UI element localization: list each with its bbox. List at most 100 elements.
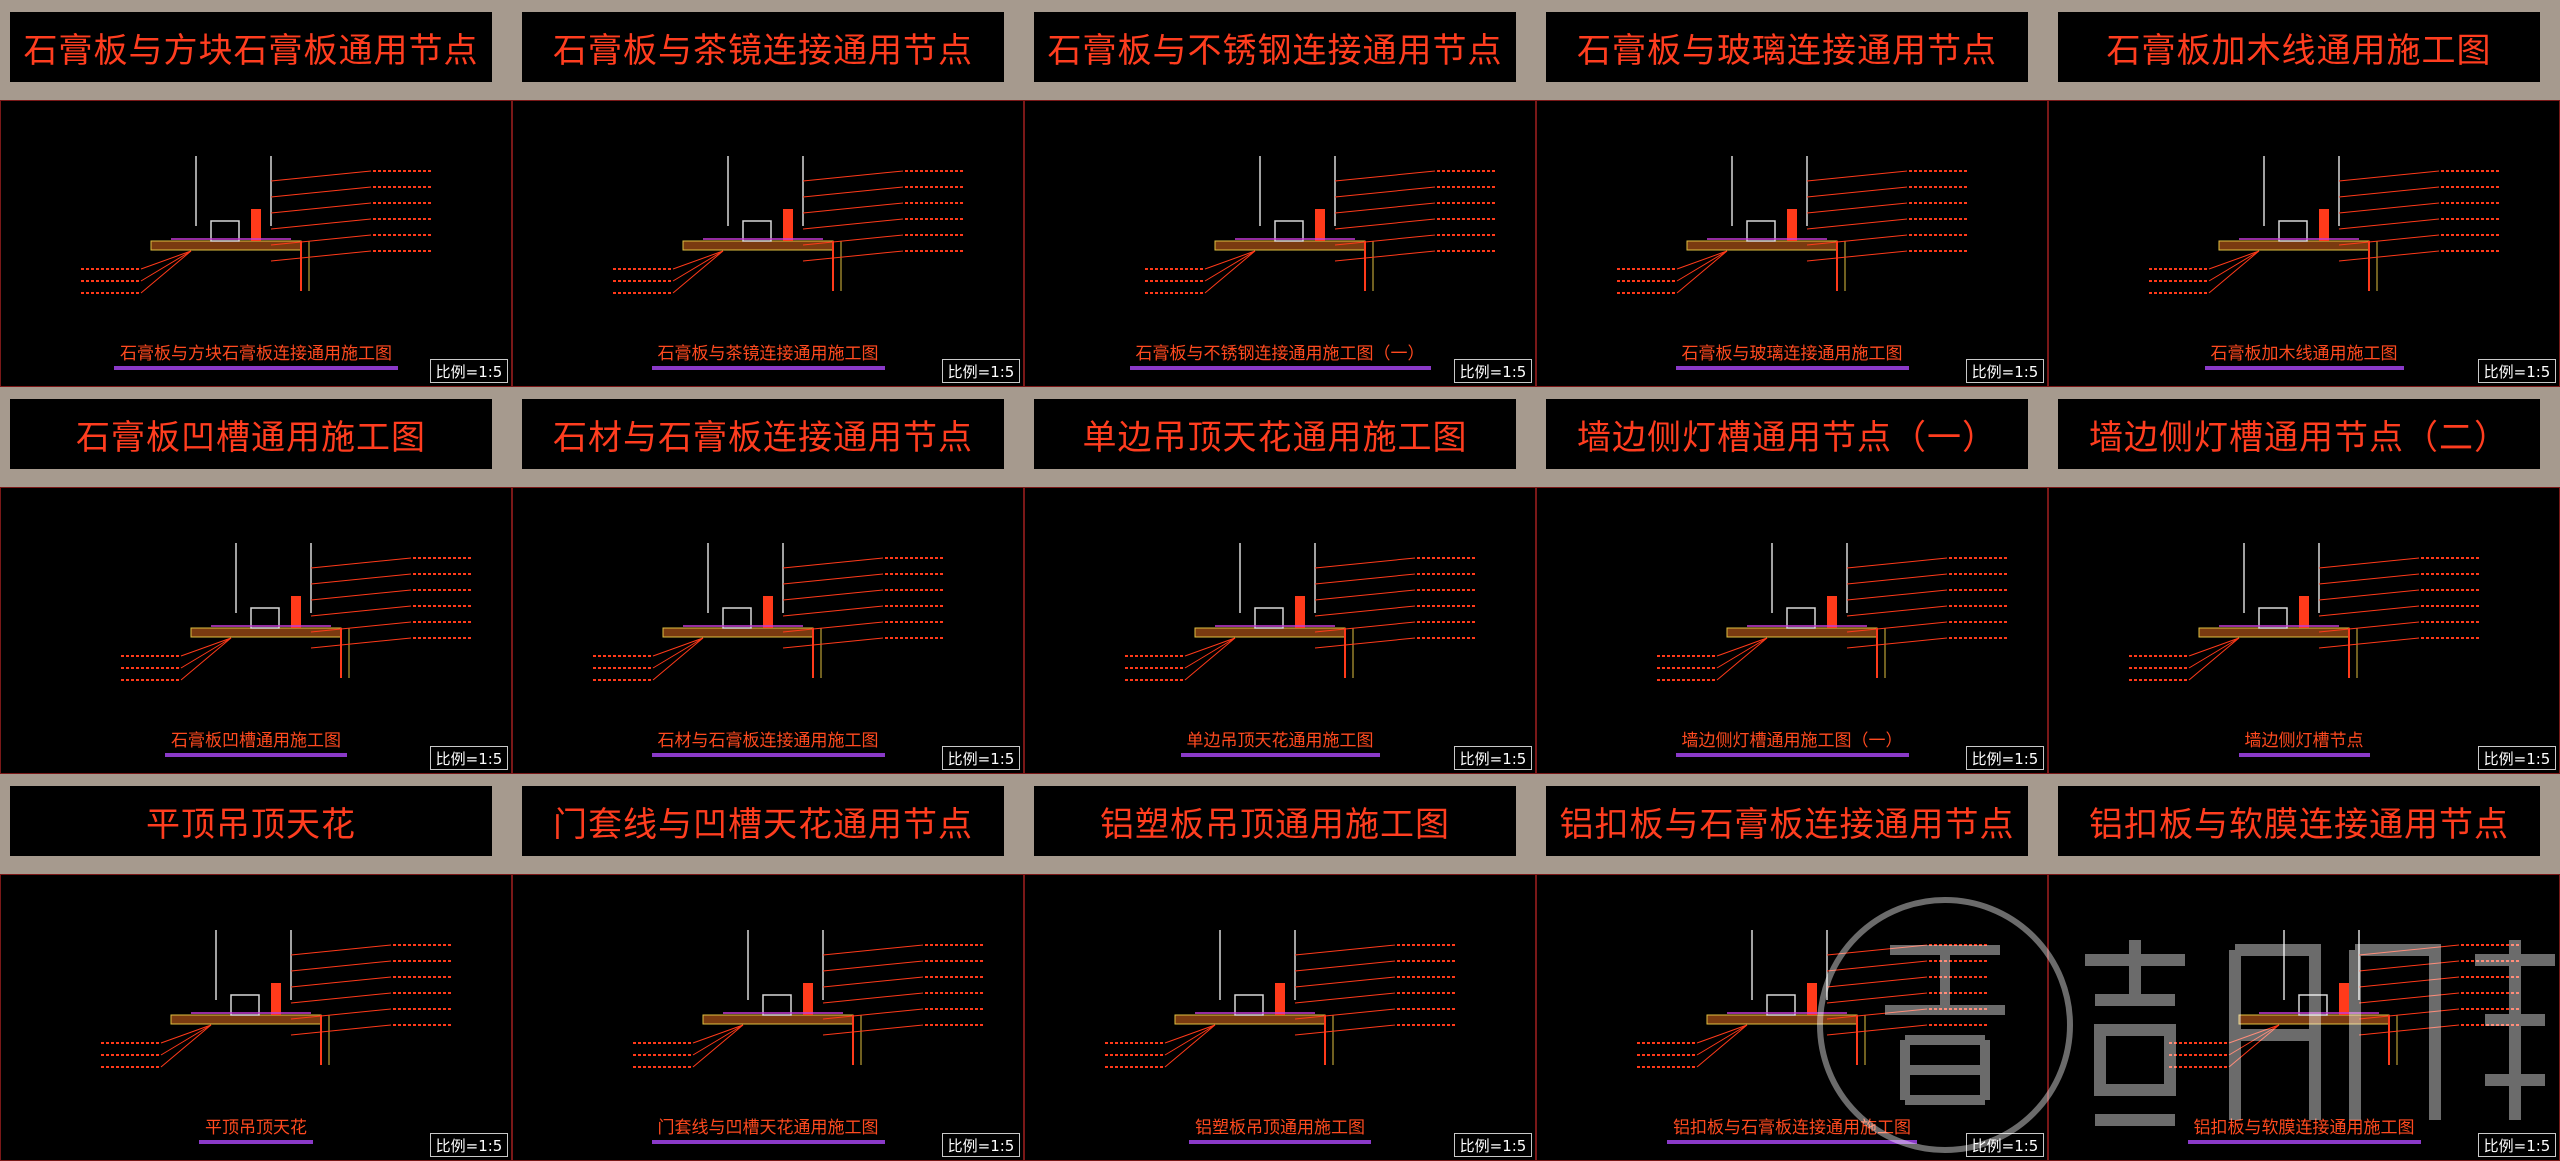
panel-title: 石膏板加木线通用施工图: [2106, 30, 2492, 71]
drawing-panel: 铝塑板吊顶通用施工图 铝塑板吊顶通用施工图 比例=1:5: [1024, 774, 1536, 1161]
panel-title: 石膏板与茶镜连接通用节点: [553, 30, 973, 71]
drawing-panel: 门套线与凹槽天花通用节点 门套线与凹槽天花通用施工图 比例=1:5: [512, 774, 1024, 1161]
panel-title-bar: 铝扣板与石膏板连接通用节点: [1546, 786, 2028, 856]
drawing-frame: 石材与石膏板连接通用施工图 比例=1:5: [512, 487, 1024, 774]
drawing-caption: 石膏板与不锈钢连接通用施工图（一）: [1025, 339, 1535, 370]
section-drawing: [1617, 156, 1967, 294]
scale-label: 比例=1:5: [1966, 1133, 2044, 1157]
drawing-frame: 石膏板与不锈钢连接通用施工图（一） 比例=1:5: [1024, 100, 1536, 387]
drawing-frame: 平顶吊顶天花 比例=1:5: [0, 874, 512, 1161]
panel-title-bar: 石材与石膏板连接通用节点: [522, 399, 1004, 469]
drawing-panel: 平顶吊顶天花 平顶吊顶天花 比例=1:5: [0, 774, 512, 1161]
drawing-caption: 铝扣板与石膏板连接通用施工图: [1537, 1113, 2047, 1144]
scale-label: 比例=1:5: [942, 359, 1020, 383]
drawing-panel: 石膏板与茶镜连接通用节点 石膏板与茶镜连接通用施工图 比例=1:5: [512, 0, 1024, 387]
panel-title-bar: 石膏板加木线通用施工图: [2058, 12, 2540, 82]
section-drawing: [1657, 543, 2007, 681]
drawing-caption: 石膏板与方块石膏板连接通用施工图: [1, 339, 511, 370]
panel-title: 铝塑板吊顶通用施工图: [1100, 804, 1450, 845]
drawing-frame: 石膏板与方块石膏板连接通用施工图 比例=1:5: [0, 100, 512, 387]
panel-title: 铝扣板与石膏板连接通用节点: [1559, 804, 2015, 845]
panel-title-bar: 墙边侧灯槽通用节点（一）: [1546, 399, 2028, 469]
drawing-caption: 单边吊顶天花通用施工图: [1025, 726, 1535, 757]
section-drawing: [1105, 930, 1455, 1068]
drawing-caption: 石膏板与茶镜连接通用施工图: [513, 339, 1023, 370]
scale-label: 比例=1:5: [942, 1133, 1020, 1157]
panel-title: 墙边侧灯槽通用节点（二）: [2089, 417, 2509, 458]
section-drawing: [2169, 930, 2519, 1068]
scale-label: 比例=1:5: [430, 746, 508, 770]
section-drawing: [1637, 930, 1987, 1068]
scale-label: 比例=1:5: [1966, 359, 2044, 383]
panel-title-bar: 单边吊顶天花通用施工图: [1034, 399, 1516, 469]
drawing-caption: 铝扣板与软膜连接通用施工图: [2049, 1113, 2559, 1144]
drawing-frame: 石膏板与玻璃连接通用施工图 比例=1:5: [1536, 100, 2048, 387]
panel-title-bar: 铝扣板与软膜连接通用节点: [2058, 786, 2540, 856]
panel-title: 平顶吊顶天花: [146, 804, 356, 845]
panel-title-bar: 铝塑板吊顶通用施工图: [1034, 786, 1516, 856]
drawing-frame: 单边吊顶天花通用施工图 比例=1:5: [1024, 487, 1536, 774]
drawing-panel: 石膏板与玻璃连接通用节点 石膏板与玻璃连接通用施工图 比例=1:5: [1536, 0, 2048, 387]
section-drawing: [101, 930, 451, 1068]
drawing-frame: 石膏板凹槽通用施工图 比例=1:5: [0, 487, 512, 774]
panel-title-bar: 石膏板与玻璃连接通用节点: [1546, 12, 2028, 82]
drawing-frame: 墙边侧灯槽节点 比例=1:5: [2048, 487, 2560, 774]
scale-label: 比例=1:5: [430, 359, 508, 383]
panel-title: 单边吊顶天花通用施工图: [1082, 417, 1468, 458]
section-drawing: [613, 156, 963, 294]
panel-title-bar: 石膏板与不锈钢连接通用节点: [1034, 12, 1516, 82]
section-drawing: [593, 543, 943, 681]
drawing-panel: 石膏板凹槽通用施工图 石膏板凹槽通用施工图 比例=1:5: [0, 387, 512, 774]
panel-title-bar: 墙边侧灯槽通用节点（二）: [2058, 399, 2540, 469]
drawing-caption: 墙边侧灯槽通用施工图（一）: [1537, 726, 2047, 757]
panel-title: 石材与石膏板连接通用节点: [553, 417, 973, 458]
drawing-caption: 石材与石膏板连接通用施工图: [513, 726, 1023, 757]
scale-label: 比例=1:5: [430, 1133, 508, 1157]
drawing-caption: 石膏板与玻璃连接通用施工图: [1537, 339, 2047, 370]
panel-title-bar: 平顶吊顶天花: [10, 786, 492, 856]
section-drawing: [2129, 543, 2479, 681]
scale-label: 比例=1:5: [2478, 746, 2556, 770]
section-drawing: [633, 930, 983, 1068]
panel-title: 石膏板与方块石膏板通用节点: [23, 30, 479, 71]
drawing-caption: 石膏板加木线通用施工图: [2049, 339, 2559, 370]
drawing-panel: 墙边侧灯槽通用节点（二） 墙边侧灯槽节点 比例=1:5: [2048, 387, 2560, 774]
scale-label: 比例=1:5: [2478, 359, 2556, 383]
drawing-frame: 墙边侧灯槽通用施工图（一） 比例=1:5: [1536, 487, 2048, 774]
panel-title-bar: 石膏板凹槽通用施工图: [10, 399, 492, 469]
section-drawing: [81, 156, 431, 294]
drawing-caption: 门套线与凹槽天花通用施工图: [513, 1113, 1023, 1144]
scale-label: 比例=1:5: [1454, 1133, 1532, 1157]
scale-label: 比例=1:5: [942, 746, 1020, 770]
drawing-frame: 门套线与凹槽天花通用施工图 比例=1:5: [512, 874, 1024, 1161]
drawing-caption: 平顶吊顶天花: [1, 1113, 511, 1144]
drawing-frame: 铝扣板与石膏板连接通用施工图 比例=1:5: [1536, 874, 2048, 1161]
scale-label: 比例=1:5: [1966, 746, 2044, 770]
section-drawing: [121, 543, 471, 681]
drawing-panel: 石材与石膏板连接通用节点 石材与石膏板连接通用施工图 比例=1:5: [512, 387, 1024, 774]
drawing-frame: 石膏板与茶镜连接通用施工图 比例=1:5: [512, 100, 1024, 387]
drawing-panel: 石膏板加木线通用施工图 石膏板加木线通用施工图 比例=1:5: [2048, 0, 2560, 387]
section-drawing: [2149, 156, 2499, 294]
panel-title: 铝扣板与软膜连接通用节点: [2089, 804, 2509, 845]
drawing-panel: 单边吊顶天花通用施工图 单边吊顶天花通用施工图 比例=1:5: [1024, 387, 1536, 774]
panel-title-bar: 门套线与凹槽天花通用节点: [522, 786, 1004, 856]
drawing-panel: 石膏板与不锈钢连接通用节点 石膏板与不锈钢连接通用施工图（一） 比例=1:5: [1024, 0, 1536, 387]
drawing-frame: 石膏板加木线通用施工图 比例=1:5: [2048, 100, 2560, 387]
panel-title: 石膏板与不锈钢连接通用节点: [1047, 30, 1503, 71]
drawing-frame: 铝扣板与软膜连接通用施工图 比例=1:5: [2048, 874, 2560, 1161]
drawing-frame: 铝塑板吊顶通用施工图 比例=1:5: [1024, 874, 1536, 1161]
drawing-caption: 墙边侧灯槽节点: [2049, 726, 2559, 757]
drawing-caption: 石膏板凹槽通用施工图: [1, 726, 511, 757]
drawing-panel: 石膏板与方块石膏板通用节点 石膏板与方块石膏板连接通用施工图 比例=1:5: [0, 0, 512, 387]
panel-title: 石膏板与玻璃连接通用节点: [1577, 30, 1997, 71]
drawing-panel: 铝扣板与石膏板连接通用节点 铝扣板与石膏板连接通用施工图 比例=1:5: [1536, 774, 2048, 1161]
panel-title-bar: 石膏板与方块石膏板通用节点: [10, 12, 492, 82]
panel-title-bar: 石膏板与茶镜连接通用节点: [522, 12, 1004, 82]
drawing-panel: 铝扣板与软膜连接通用节点 铝扣板与软膜连接通用施工图 比例=1:5: [2048, 774, 2560, 1161]
section-drawing: [1145, 156, 1495, 294]
scale-label: 比例=1:5: [1454, 359, 1532, 383]
drawing-caption: 铝塑板吊顶通用施工图: [1025, 1113, 1535, 1144]
scale-label: 比例=1:5: [1454, 746, 1532, 770]
